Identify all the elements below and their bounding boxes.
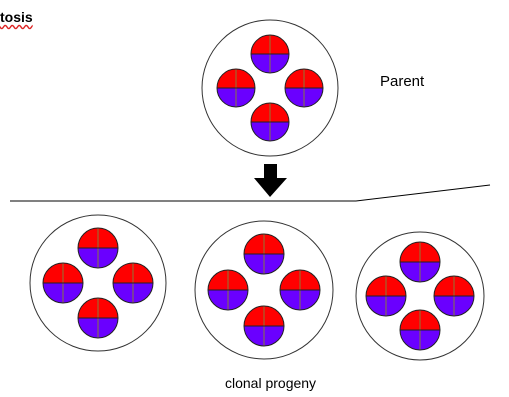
chromosome-circle [365, 275, 407, 317]
chromosome-outline [399, 241, 441, 283]
chromosome-circle [216, 68, 256, 108]
progeny-cell [29, 214, 167, 352]
division-line [10, 184, 491, 202]
chromosome-circle [250, 102, 290, 142]
cell-membrane [355, 231, 485, 361]
progeny-label: clonal progeny [225, 375, 317, 391]
parent-label: Parent [380, 73, 425, 90]
chromosome-circle [42, 262, 84, 304]
cell-membrane [194, 220, 334, 360]
chromosome-circle [250, 34, 290, 74]
diagram-title: tosis [0, 9, 33, 25]
arrow-down-icon [254, 164, 287, 197]
chromosome-circle [433, 275, 475, 317]
chromosome-circle [243, 305, 285, 347]
chromosome-outline [399, 309, 441, 351]
chromosome-outline [77, 297, 119, 339]
chromosome-circle [399, 309, 441, 351]
chromosome-outline [243, 233, 285, 275]
progeny-cell [194, 220, 334, 360]
chromosome-outline [216, 68, 256, 108]
chromosome-circle [279, 269, 321, 311]
chromosome-circle [284, 68, 324, 108]
chromosome-outline [284, 68, 324, 108]
chromosome-outline [250, 102, 290, 142]
chromosome-circle [399, 241, 441, 283]
chromosome-circle [243, 233, 285, 275]
chromosome-outline [243, 305, 285, 347]
chromosome-outline [279, 269, 321, 311]
chromosome-outline [112, 262, 154, 304]
chromosome-circle [77, 227, 119, 269]
chromosome-outline [433, 275, 475, 317]
chromosome-circle [112, 262, 154, 304]
chromosome-outline [77, 227, 119, 269]
chromosome-outline [207, 269, 249, 311]
chromosome-circle [77, 297, 119, 339]
chromosome-outline [365, 275, 407, 317]
cell-membrane [201, 19, 339, 157]
chromosome-outline [250, 34, 290, 74]
parent-cell [201, 19, 339, 157]
chromosome-outline [42, 262, 84, 304]
cell-membrane [29, 214, 167, 352]
chromosome-circle [207, 269, 249, 311]
progeny-cell [355, 231, 485, 361]
